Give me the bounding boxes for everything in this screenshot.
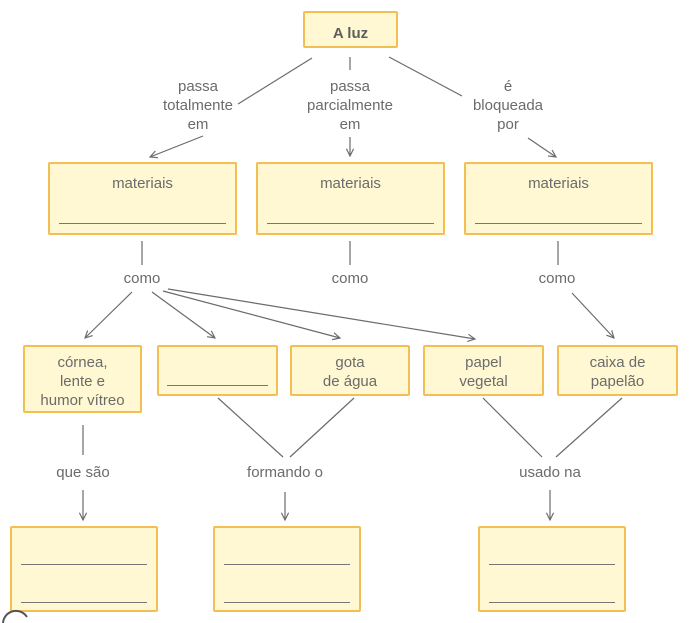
answer-blank[interactable] — [59, 223, 226, 224]
root-title: A luz — [332, 25, 369, 42]
answer-box-left — [10, 526, 158, 612]
cornea-line2: lente e — [59, 373, 106, 390]
example-box-papel: papel vegetal — [423, 345, 544, 396]
caixa-line1: caixa de — [589, 354, 646, 371]
branch-left-line2: totalmente — [162, 97, 234, 114]
gota-line1: gota — [335, 354, 365, 371]
branch-label-left: passa totalmente em — [148, 77, 248, 134]
papel-text: papel vegetal — [425, 353, 542, 391]
arrow-como-blank — [151, 291, 215, 338]
branch-middle-line1: passa — [329, 78, 371, 95]
cornea-line1: córnea, — [57, 354, 108, 371]
materials-box-middle: materiais — [256, 162, 445, 235]
arrow-como-gota — [162, 290, 340, 338]
cornea-line3: humor vítreo — [40, 392, 125, 409]
line-root-left — [237, 57, 313, 105]
example-box-gota: gota de água — [290, 345, 410, 396]
branch-label-middle: passa parcialmente em — [290, 77, 410, 134]
como-left: como — [123, 270, 161, 287]
materials-box-right: materiais — [464, 162, 653, 235]
root-box: A luz — [303, 11, 398, 48]
answer-box-right — [478, 526, 626, 612]
answer-blank[interactable] — [21, 602, 147, 603]
arrow-right-materiais — [527, 137, 556, 157]
arrow-como-cornea — [85, 291, 133, 338]
arrow-left-materiais — [150, 135, 204, 157]
line-caixa-usado — [555, 397, 623, 458]
example-box-cornea: córnea, lente e humor vítreo — [23, 345, 142, 413]
branch-right-line3: por — [497, 116, 519, 133]
branch-label-right: é bloqueada por — [458, 77, 558, 134]
line-root-right — [388, 56, 463, 97]
answer-blank[interactable] — [267, 223, 434, 224]
caixa-text: caixa de papelão — [559, 353, 676, 391]
gota-line2: de água — [322, 373, 378, 390]
line-blank-formando — [217, 397, 284, 458]
papel-line2: vegetal — [459, 373, 508, 390]
line-gota-formando — [289, 397, 355, 458]
papel-line1: papel — [465, 354, 502, 371]
answer-blank[interactable] — [475, 223, 642, 224]
answer-blank[interactable] — [167, 385, 268, 386]
materials-right-label: materiais — [528, 175, 589, 192]
branch-right-line2: bloqueada — [472, 97, 544, 114]
materials-middle-label: materiais — [320, 175, 381, 192]
branch-left-line1: passa — [177, 78, 219, 95]
arrow-como-papel — [167, 288, 475, 339]
page-corner-circle-icon — [2, 609, 28, 623]
como-middle: como — [331, 270, 369, 287]
answer-box-middle — [213, 526, 361, 612]
line-papel-usado — [482, 397, 543, 458]
connector-formando: formando o — [247, 464, 323, 481]
cornea-text: córnea, lente e humor vítreo — [25, 353, 140, 410]
branch-middle-line2: parcialmente — [307, 97, 393, 114]
answer-blank[interactable] — [489, 602, 615, 603]
answer-blank[interactable] — [489, 564, 615, 565]
example-box-blank — [157, 345, 278, 396]
gota-text: gota de água — [292, 353, 408, 391]
caixa-line2: papelão — [590, 373, 645, 390]
example-box-caixa: caixa de papelão — [557, 345, 678, 396]
branch-middle-line3: em — [339, 116, 361, 133]
connector-que-sao: que são — [56, 464, 110, 481]
materials-box-left: materiais — [48, 162, 237, 235]
answer-blank[interactable] — [224, 602, 350, 603]
answer-blank[interactable] — [224, 564, 350, 565]
arrow-como-caixa — [571, 292, 614, 338]
connector-usado: usado na — [519, 464, 581, 481]
como-right: como — [538, 270, 576, 287]
materials-left-label: materiais — [112, 175, 173, 192]
branch-right-line1: é — [503, 78, 513, 95]
branch-left-line3: em — [187, 116, 209, 133]
answer-blank[interactable] — [21, 564, 147, 565]
